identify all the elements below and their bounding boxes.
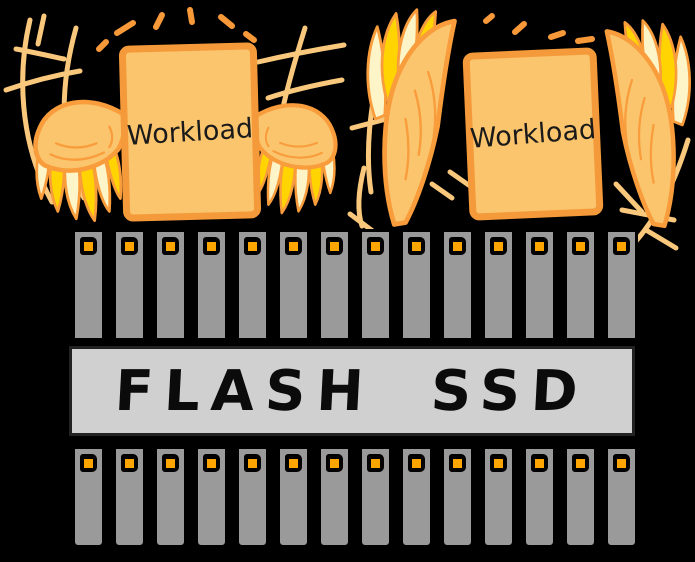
ssd-drive	[236, 229, 269, 341]
workload-card-right: Workload	[462, 47, 604, 221]
drive-led-dot	[412, 241, 421, 251]
ssd-drive	[482, 229, 515, 341]
drive-led-dot	[617, 458, 626, 468]
ssd-drive	[523, 229, 556, 341]
ssd-drive	[359, 229, 392, 341]
ssd-drive	[564, 446, 597, 548]
ssd-drive	[359, 446, 392, 548]
drive-led-dot	[289, 241, 298, 251]
drive-led-icon	[408, 454, 425, 472]
wing-icon-right-card-left	[360, 6, 468, 232]
drive-led-dot	[371, 241, 380, 251]
flash-ssd-band: FLASH SSD	[69, 346, 635, 436]
drive-led-icon	[162, 237, 179, 255]
drive-led-icon	[121, 454, 138, 472]
ssd-drive	[400, 446, 433, 548]
ssd-drive	[441, 446, 474, 548]
ssd-drive	[605, 446, 638, 548]
drive-led-icon	[326, 454, 343, 472]
ssd-drive	[113, 446, 146, 548]
drive-led-icon	[613, 237, 630, 255]
workload-card-right-label: Workload	[468, 113, 598, 155]
ssd-row-bottom	[72, 446, 638, 548]
drive-led-icon	[613, 454, 630, 472]
drive-led-dot	[125, 241, 134, 251]
drive-led-dot	[330, 458, 339, 468]
drive-led-icon	[326, 237, 343, 255]
ssd-drive	[318, 446, 351, 548]
drive-led-icon	[449, 454, 466, 472]
drive-led-icon	[244, 237, 261, 255]
ssd-drive	[564, 229, 597, 341]
ssd-drive	[195, 446, 228, 548]
drive-led-dot	[535, 241, 544, 251]
drive-led-dot	[125, 458, 134, 468]
drive-led-icon	[80, 237, 97, 255]
ssd-drive	[154, 229, 187, 341]
drive-led-icon	[203, 454, 220, 472]
drive-led-icon	[531, 237, 548, 255]
ssd-drive	[605, 229, 638, 341]
drive-led-dot	[494, 241, 503, 251]
ssd-drive	[113, 229, 146, 341]
ssd-drive	[72, 446, 105, 548]
drive-led-icon	[244, 454, 261, 472]
drive-led-dot	[371, 458, 380, 468]
drive-led-dot	[453, 458, 462, 468]
ssd-drive	[441, 229, 474, 341]
drive-led-icon	[367, 237, 384, 255]
drive-led-dot	[207, 241, 216, 251]
ssd-row-top	[72, 229, 638, 341]
ssd-drive	[236, 446, 269, 548]
drive-led-dot	[576, 458, 585, 468]
drive-led-dot	[166, 458, 175, 468]
drive-led-dot	[84, 241, 93, 251]
drive-led-icon	[162, 454, 179, 472]
drive-led-dot	[617, 241, 626, 251]
ssd-drive	[318, 229, 351, 341]
drive-led-dot	[330, 241, 339, 251]
workload-card-left-label: Workload	[126, 112, 254, 152]
drive-led-dot	[453, 241, 462, 251]
drive-led-dot	[576, 241, 585, 251]
drive-led-icon	[572, 237, 589, 255]
drive-led-dot	[248, 458, 257, 468]
drive-led-dot	[84, 458, 93, 468]
workload-card-left: Workload	[118, 42, 262, 222]
drive-led-dot	[535, 458, 544, 468]
drive-led-dot	[248, 241, 257, 251]
drive-led-dot	[494, 458, 503, 468]
wing-icon-right-card-right	[596, 0, 695, 250]
ssd-drive	[154, 446, 187, 548]
drive-led-dot	[412, 458, 421, 468]
drive-led-dot	[207, 458, 216, 468]
drive-led-icon	[80, 454, 97, 472]
drive-led-icon	[449, 237, 466, 255]
ssd-drive	[195, 229, 228, 341]
flash-ssd-label: FLASH SSD	[113, 358, 591, 424]
ssd-drive	[277, 446, 310, 548]
drive-led-icon	[531, 454, 548, 472]
ssd-drive	[72, 229, 105, 341]
ssd-drive	[277, 229, 310, 341]
drive-led-icon	[285, 454, 302, 472]
wing-icon-left-card-right	[250, 88, 342, 226]
drive-led-icon	[408, 237, 425, 255]
drive-led-dot	[166, 241, 175, 251]
drive-led-icon	[490, 237, 507, 255]
ssd-drive	[523, 446, 556, 548]
drive-led-dot	[289, 458, 298, 468]
drive-led-icon	[121, 237, 138, 255]
drive-led-icon	[285, 237, 302, 255]
drive-led-icon	[203, 237, 220, 255]
wing-icon-left-card-left	[28, 90, 130, 228]
ssd-drive	[400, 229, 433, 341]
drive-led-icon	[490, 454, 507, 472]
ssd-drive	[482, 446, 515, 548]
drive-led-icon	[367, 454, 384, 472]
drive-led-icon	[572, 454, 589, 472]
